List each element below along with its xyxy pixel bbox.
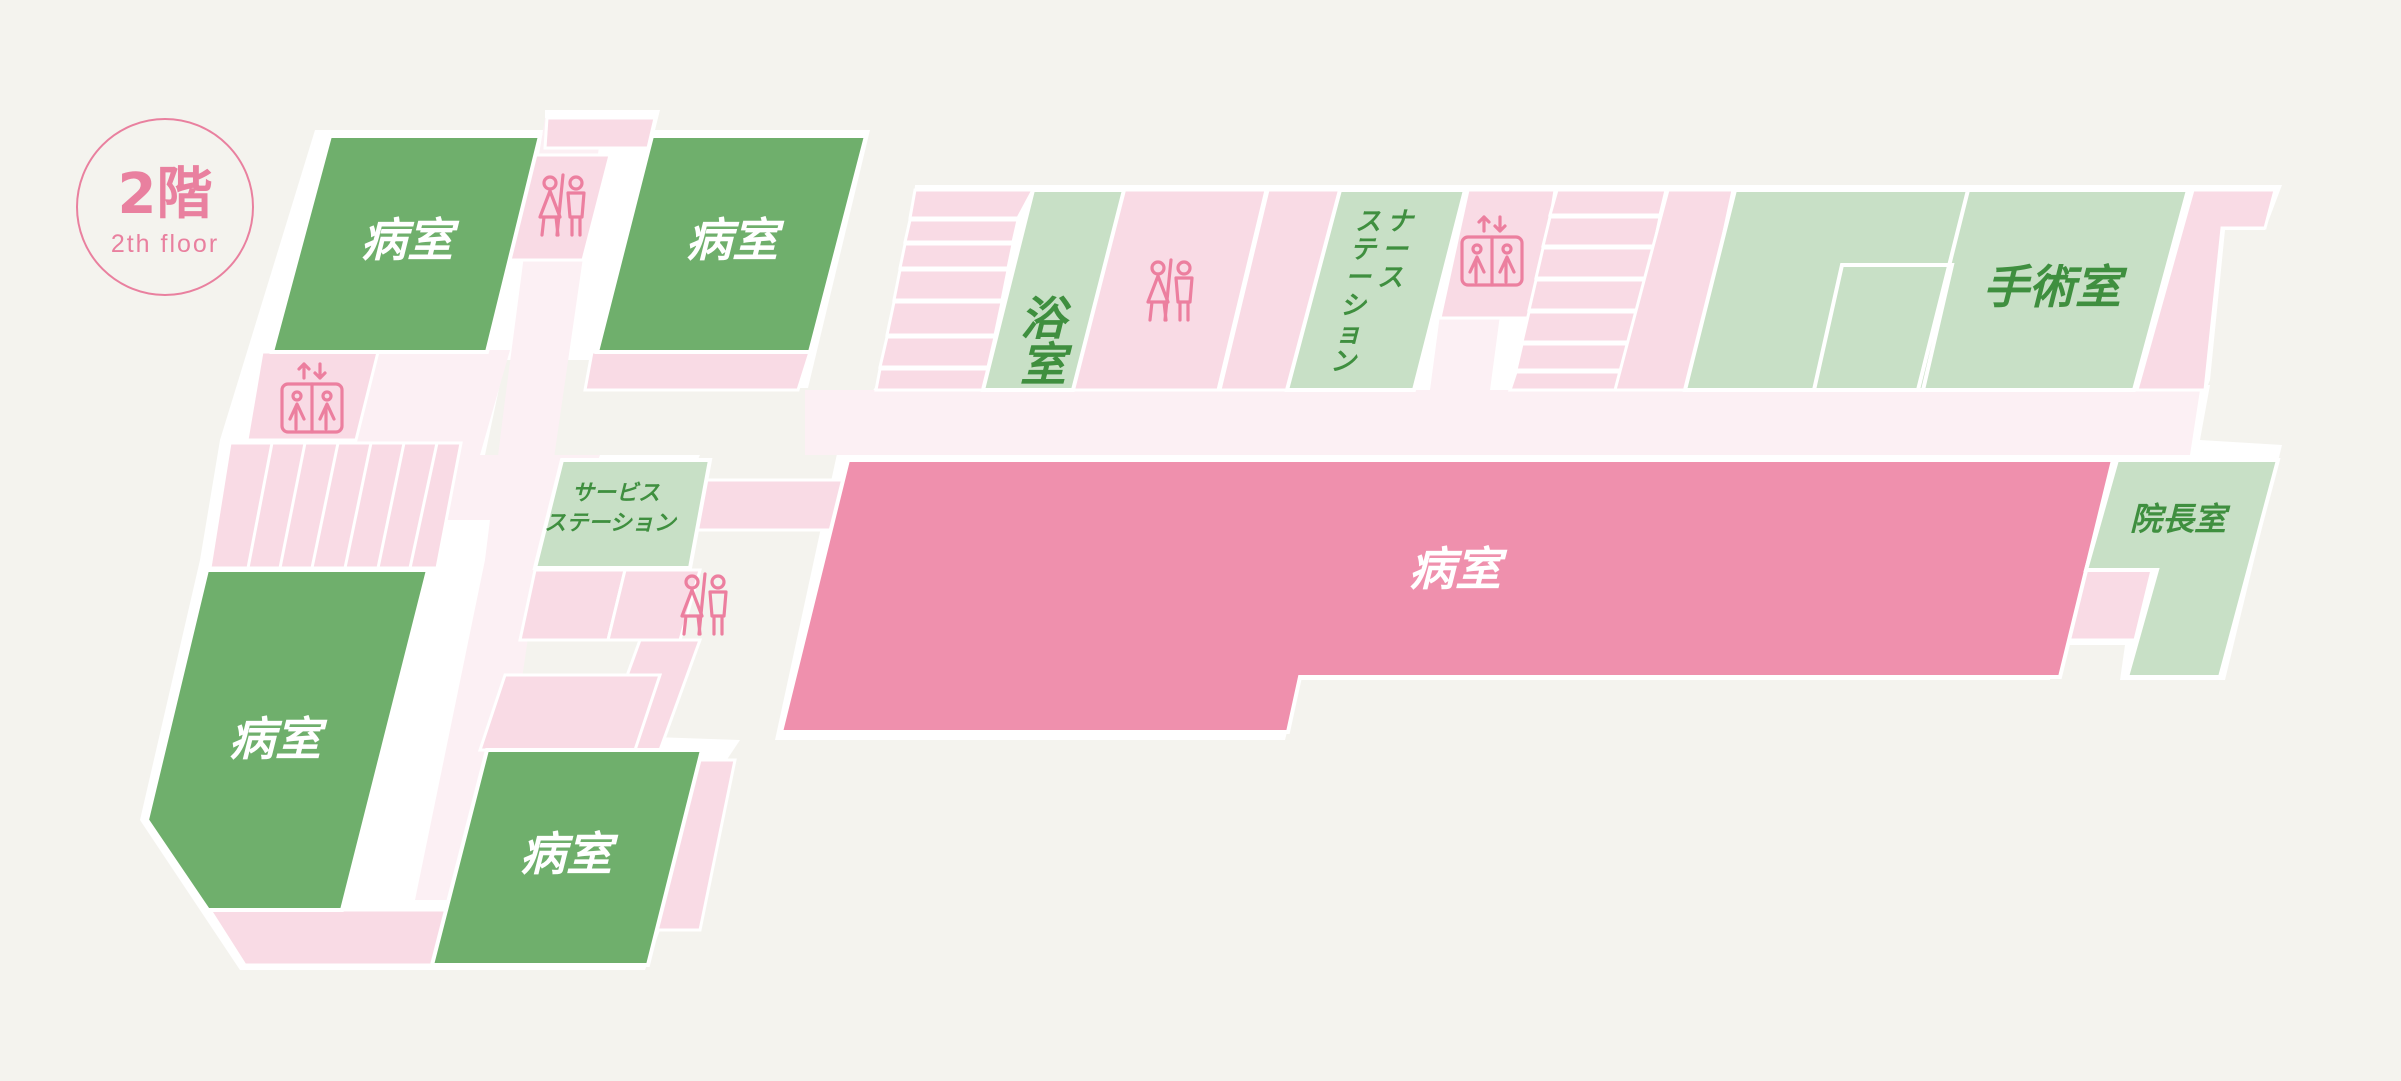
restroom-icon xyxy=(680,572,728,636)
ward-room-4 xyxy=(429,748,705,967)
svg-text:シ: シ xyxy=(1340,291,1368,321)
svg-text:ナ: ナ xyxy=(1387,207,1416,237)
floor-badge: 2階 2th floor xyxy=(76,118,254,296)
svg-text:テ: テ xyxy=(1350,235,1378,265)
facility-rooms xyxy=(532,188,2281,679)
operating-room xyxy=(1682,188,2191,392)
ward-room-1 xyxy=(269,134,543,354)
label-ward-5: 病室 xyxy=(1409,542,1508,596)
label-ward-3: 病室 xyxy=(229,712,328,766)
label-bath: 浴室 xyxy=(1013,294,1067,386)
ward-rooms xyxy=(144,134,869,967)
restroom-icon xyxy=(538,173,586,237)
ward-room-3 xyxy=(144,568,431,912)
director-room xyxy=(2083,458,2281,679)
svg-text:ス: ス xyxy=(1355,207,1381,237)
floor-english: 2th floor xyxy=(111,230,219,258)
elevator-icon xyxy=(280,362,344,434)
label-director-room: 院長室 xyxy=(2130,500,2231,538)
svg-text:ン: ン xyxy=(1330,347,1358,377)
nurse-station-room xyxy=(1284,188,1468,392)
label-nurse-station: ナ ー ス ス テ ー シ ョ ン xyxy=(1330,207,1416,377)
label-ward-4: 病室 xyxy=(520,827,619,881)
ward-room-2 xyxy=(594,134,869,354)
label-service-station-1: サービス xyxy=(572,481,660,506)
floor-number: 2階 xyxy=(118,162,213,227)
service-station-room xyxy=(532,458,713,570)
ward-room-5 xyxy=(778,458,2116,734)
svg-text:ー: ー xyxy=(1382,235,1409,265)
bath-room xyxy=(980,188,1127,392)
svg-text:ー: ー xyxy=(1345,263,1372,293)
stall-rows-left xyxy=(246,442,439,569)
operating-room-inner-wall xyxy=(1812,189,1970,391)
label-ward-2: 病室 xyxy=(686,213,785,267)
room-labels: 病室 病室 病室 病室 病室 浴室 ナ ー ス ス テ ー シ ョ ン サービス… xyxy=(229,207,2231,881)
svg-text:ス: ス xyxy=(1377,263,1403,293)
elevator-icon xyxy=(1460,215,1524,287)
restroom-icon xyxy=(1146,258,1194,322)
label-ward-1: 病室 xyxy=(361,213,460,267)
label-operating-room: 手術室 xyxy=(1983,260,2128,314)
svg-text:ョ: ョ xyxy=(1335,319,1361,349)
label-service-station-2: ステーション xyxy=(544,511,678,536)
